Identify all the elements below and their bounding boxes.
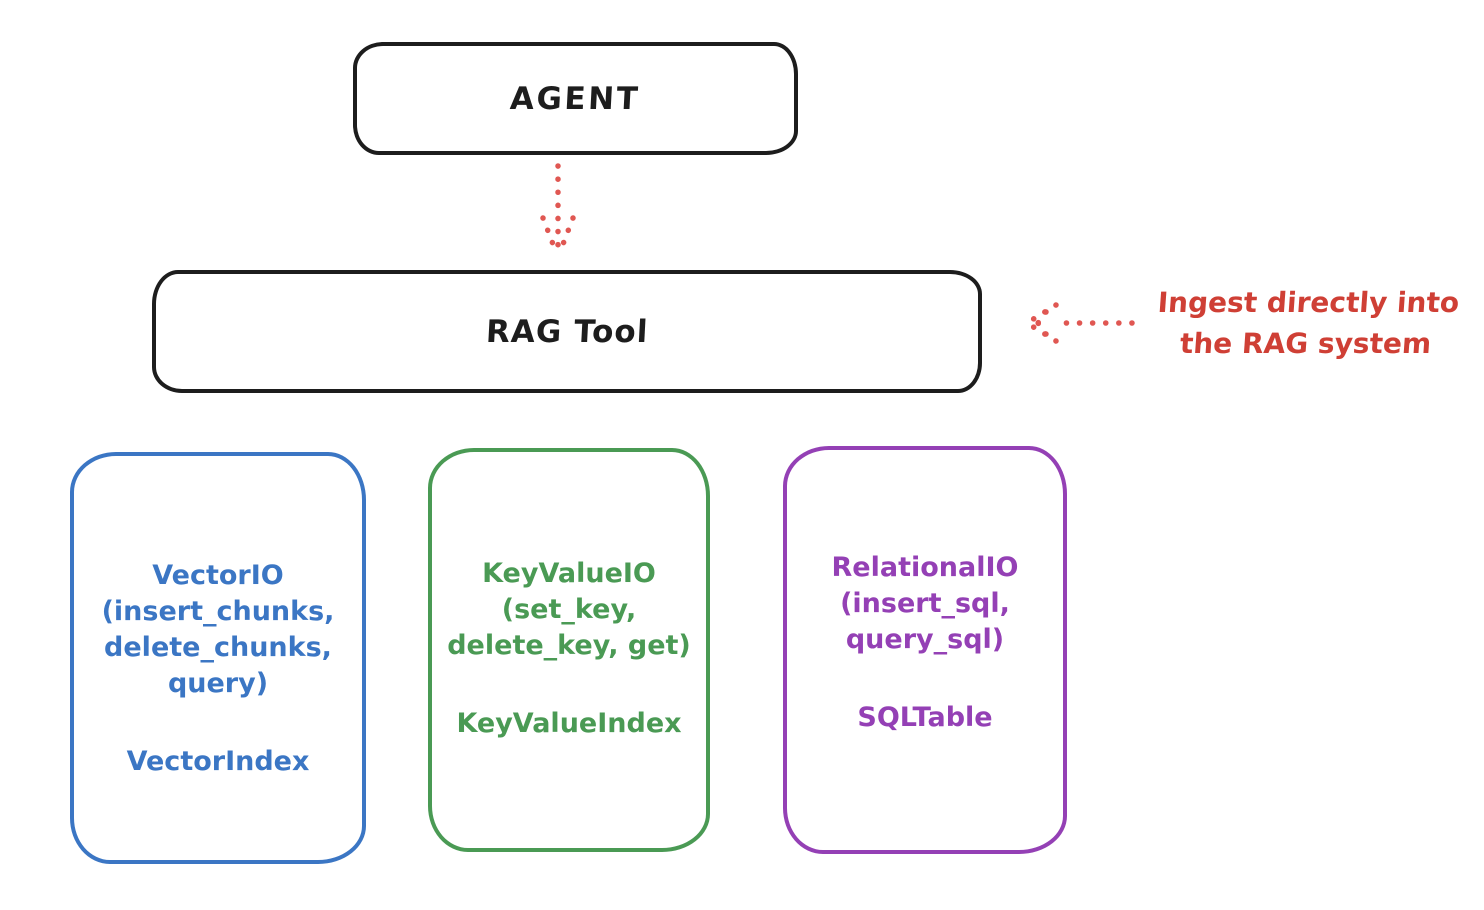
agent-box-label: AGENT [509, 80, 642, 117]
keyvalue-index-label: KeyValueIndex [456, 707, 682, 739]
rag-tool-box-label: RAG Tool [484, 313, 650, 350]
relational-io-title: RelationalIO (insert_sql, query_sql) [831, 552, 1019, 655]
sql-table-label: SQLTable [857, 701, 993, 733]
agent-box: AGENT [353, 42, 798, 155]
ingest-annotation-arrow [1024, 302, 1135, 344]
vector-index-label: VectorIndex [126, 745, 310, 777]
ingest-annotation-text: Ingest directly into the RAG system [1156, 286, 1461, 360]
agent-to-rag-arrow [540, 163, 576, 255]
relational-io-box: RelationalIO (insert_sql, query_sql) SQL… [783, 446, 1067, 854]
vector-io-title: VectorIO (insert_chunks, delete_chunks, … [101, 560, 335, 699]
rag-tool-box: RAG Tool [152, 270, 982, 393]
keyvalue-io-title: KeyValueIO (set_key, delete_key, get) [447, 558, 691, 661]
keyvalue-io-box: KeyValueIO (set_key, delete_key, get) Ke… [428, 448, 710, 852]
vector-io-box: VectorIO (insert_chunks, delete_chunks, … [70, 452, 366, 864]
